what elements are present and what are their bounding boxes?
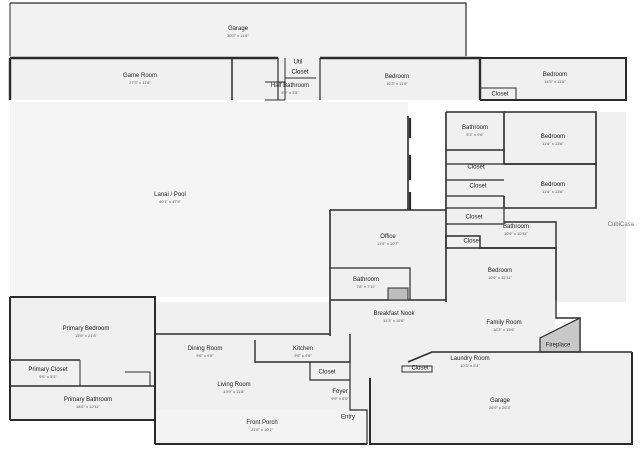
- room-closet-r1: Closet: [467, 164, 485, 171]
- garage-top-floor: [10, 3, 466, 58]
- walls: [8, 2, 633, 445]
- room-closet-r2: Closet: [469, 183, 487, 190]
- top-rooms-floor: [10, 58, 480, 100]
- room-closet-r4: Closet: [463, 238, 481, 245]
- room-closet-top: Closet: [291, 69, 309, 76]
- room-closet-r3: Closet: [465, 214, 483, 221]
- room-closet-laundry: Closet: [411, 365, 429, 372]
- room-util: Util: [293, 59, 303, 66]
- right-wing-floor: [446, 112, 626, 302]
- room-closet-kitchen: Closet: [318, 369, 336, 376]
- garage-br-floor: [370, 352, 632, 444]
- room-closet-tr: Closet: [491, 91, 509, 98]
- room-fireplace: Fireplace: [545, 342, 571, 349]
- office-floor: [330, 210, 446, 302]
- watermark: CubiCasa: [607, 222, 634, 228]
- primary-suite-floor: [10, 297, 155, 420]
- bedroom-tr-floor: [480, 58, 626, 100]
- front-porch-floor: [155, 410, 367, 444]
- room-entry: Entry: [340, 414, 356, 421]
